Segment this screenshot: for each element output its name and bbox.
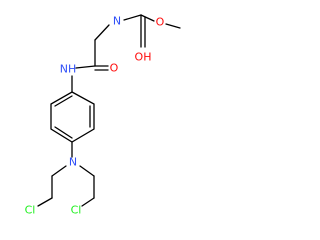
bonds xyxy=(37,14,181,207)
bond-left-cl xyxy=(37,197,53,207)
atom-n-amine: N xyxy=(69,156,77,169)
atom-o-amide: O xyxy=(110,62,119,75)
ring-double-3 xyxy=(54,126,73,139)
bond-right-cl xyxy=(81,197,95,207)
atom-o-ester: O xyxy=(156,16,165,29)
atom-nh-amide: NH xyxy=(60,63,77,76)
atom-cl-left: Cl xyxy=(25,204,36,217)
atom-cl-right: Cl xyxy=(71,204,82,217)
ring-double-2 xyxy=(54,95,73,107)
bond-carbonyl-n xyxy=(123,14,142,21)
bond-n-right1 xyxy=(79,165,95,177)
bond-methyl-o xyxy=(165,23,181,29)
atom-labels: O N OH NH O N Cl Cl xyxy=(25,15,165,217)
atom-oh: OH xyxy=(135,51,152,64)
bond-n-left1 xyxy=(51,165,67,177)
chemical-structure: O N OH NH O N Cl Cl xyxy=(25,14,181,217)
bond-n-ch2 xyxy=(94,24,110,41)
bond-o-carbonyl xyxy=(140,14,155,22)
bond-amidec-nh xyxy=(75,65,96,69)
benzene-ring xyxy=(50,91,95,143)
atom-n-carbamate: N xyxy=(113,15,121,28)
